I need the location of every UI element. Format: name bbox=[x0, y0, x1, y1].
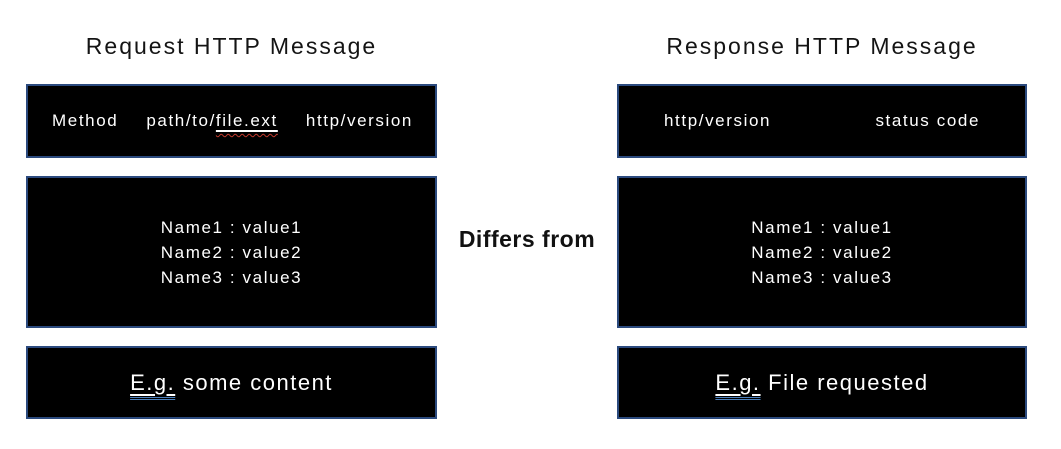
request-path-prefix: path/to/ bbox=[146, 111, 216, 130]
request-panel-title: Request HTTP Message bbox=[85, 32, 378, 59]
response-headers-box: Name1 : value1 Name2 : value2 Name3 : va… bbox=[617, 176, 1027, 328]
response-body-box: E.g. File requested bbox=[617, 346, 1027, 419]
request-path-file-underline: file.ext bbox=[216, 111, 278, 130]
response-eg-label: E.g. bbox=[715, 369, 761, 395]
response-http-version-label: http/version bbox=[664, 111, 772, 130]
response-header-line-3: Name3 : value3 bbox=[751, 267, 893, 287]
request-body-text: some content bbox=[175, 369, 333, 395]
request-header-line-3: Name3 : value3 bbox=[160, 267, 303, 287]
response-eg-underline: E.g. bbox=[715, 370, 760, 396]
request-http-version-label: http/version bbox=[305, 111, 413, 130]
request-path-file: file.ext bbox=[215, 111, 278, 130]
request-method-label: Method bbox=[52, 111, 119, 130]
request-header-line-1: Name1 : value1 bbox=[160, 217, 303, 237]
request-header-line-2: Name2 : value2 bbox=[160, 242, 303, 262]
response-start-line-box: http/version status code bbox=[617, 84, 1027, 158]
response-header-line-1: Name1 : value1 bbox=[751, 217, 893, 237]
differs-from-label: Differs from bbox=[458, 225, 596, 252]
response-panel-title: Response HTTP Message bbox=[666, 32, 978, 59]
request-start-line-box: Method path/to/file.ext http/version bbox=[26, 84, 437, 158]
request-eg-label: E.g. bbox=[130, 369, 176, 395]
response-body-text: File requested bbox=[760, 369, 929, 395]
request-eg-underline: E.g. bbox=[130, 370, 175, 396]
request-body-box: E.g. some content bbox=[26, 346, 437, 419]
response-status-code-label: status code bbox=[875, 111, 980, 130]
request-path-label: path/to/file.ext bbox=[146, 111, 277, 131]
request-headers-box: Name1 : value1 Name2 : value2 Name3 : va… bbox=[26, 176, 437, 328]
response-header-line-2: Name2 : value2 bbox=[751, 242, 893, 262]
